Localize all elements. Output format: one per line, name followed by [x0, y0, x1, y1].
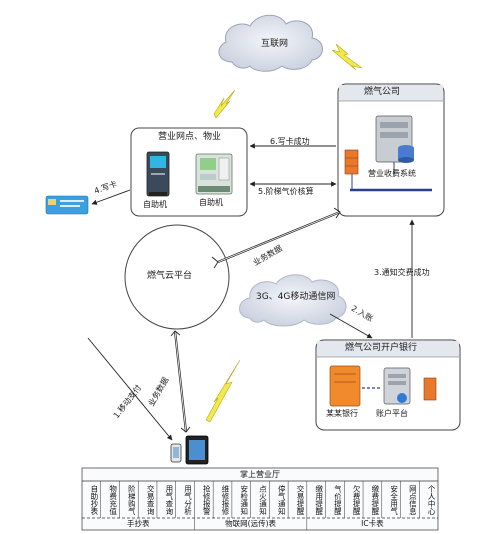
edge-label-write-success: 6.写卡成功: [270, 137, 310, 146]
kiosk-icon: [146, 151, 170, 197]
lightning-icon: [205, 43, 363, 423]
server-icon: [375, 115, 414, 163]
menu-item[interactable]: 网点信息: [408, 484, 417, 515]
menu-item[interactable]: 个人中心: [427, 484, 436, 515]
mobile-network-cloud: [239, 274, 347, 327]
meter-group-label: 手抄表: [126, 519, 150, 528]
bank-server-icon: [329, 365, 361, 407]
menu-item[interactable]: 欠费提醒: [352, 484, 361, 515]
firewall-icon: [423, 377, 437, 401]
ic-card-icon: [45, 195, 89, 215]
bank-title: 燃气公司开户银行: [345, 343, 418, 353]
account-server-icon: [383, 367, 411, 405]
menu-item[interactable]: 抢修报警: [202, 484, 211, 515]
arrows: [87, 143, 415, 441]
menu-item[interactable]: 维修报修: [221, 484, 230, 515]
menu-item[interactable]: 安检通知: [239, 484, 248, 515]
menu-item[interactable]: 物费充值: [108, 484, 117, 515]
menu-item[interactable]: 缴费提醒: [370, 484, 379, 515]
cloud-platform-circle: [124, 224, 230, 330]
menu-item[interactable]: 点火通知: [258, 484, 267, 515]
menu-item[interactable]: 阶梯购气: [127, 484, 136, 515]
internet-label: 互联网: [261, 39, 289, 49]
account-platform-label: 账户平台: [376, 409, 408, 418]
meter-group-label: 物联网(远传)表: [225, 519, 277, 528]
menu-item[interactable]: 安全用气: [389, 484, 398, 515]
mobile-hall-title: 掌上营业厅: [240, 470, 280, 479]
kiosk-icon: [195, 153, 233, 195]
billing-system-label: 营业收费系统: [368, 169, 416, 178]
mobile-hall-table: [81, 467, 439, 531]
edge-label-tiered-price: 5.阶梯气价核算: [258, 187, 314, 196]
kiosk-label: 自助机: [143, 200, 167, 209]
mobile-network-label: 3G、4G移动通信网: [256, 292, 336, 302]
menu-item[interactable]: 自助抄表: [89, 484, 98, 515]
cloud-platform-label: 燃气云平台: [147, 271, 193, 281]
firewall-icon: [344, 149, 359, 175]
phone-icon: [170, 443, 182, 463]
meter-group-label: IC卡表: [361, 519, 384, 528]
menu-item[interactable]: 交易查询: [146, 484, 155, 515]
outlets-label: 营业网点、物业: [158, 132, 222, 142]
gas-company-title: 燃气公司: [364, 87, 401, 97]
edge-label-notify-payment: 3.通知交费成功: [374, 268, 430, 277]
kiosk-label: 自助机: [199, 198, 223, 207]
some-bank-label: 某某银行: [326, 409, 358, 418]
menu-item[interactable]: 交易提醒: [295, 484, 304, 515]
menu-item[interactable]: 用气查询: [164, 484, 173, 515]
tablet-icon: [185, 435, 209, 465]
menu-item[interactable]: 用气分析: [183, 484, 192, 515]
menu-item[interactable]: 停气通知: [277, 484, 286, 515]
menu-item[interactable]: 缴用提醒: [314, 484, 323, 515]
menu-item[interactable]: 气价提醒: [333, 484, 342, 515]
internet-cloud: [218, 14, 323, 72]
